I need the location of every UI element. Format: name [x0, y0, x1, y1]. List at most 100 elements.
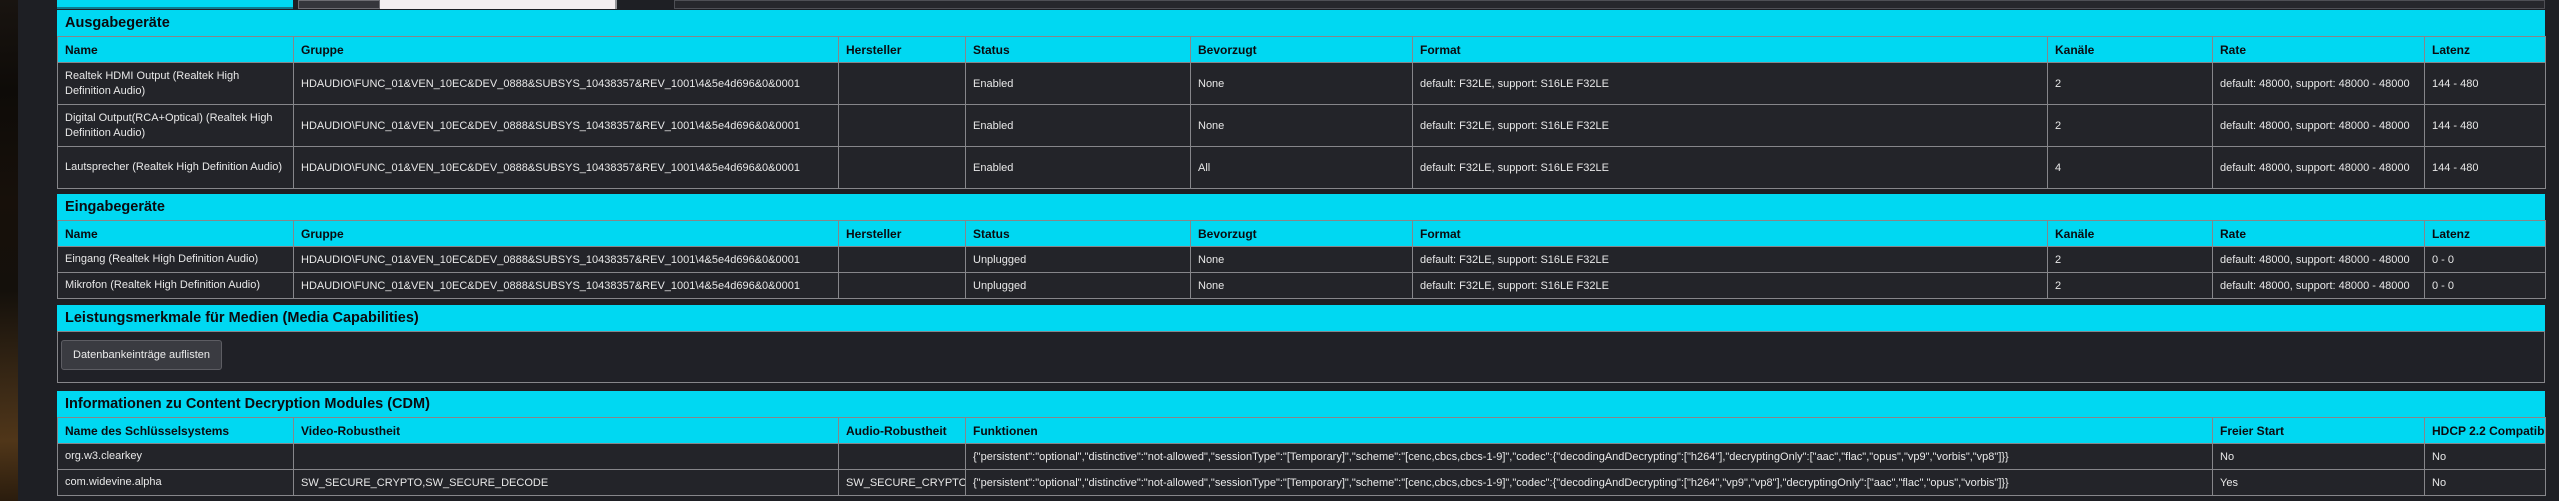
table-cell: default: 48000, support: 48000 - 48000 — [2212, 62, 2425, 105]
table-cell: Digital Output(RCA+Optical) (Realtek Hig… — [57, 104, 294, 147]
table-cell: HDAUDIO\FUNC_01&VEN_10EC&DEV_0888&SUBSYS… — [293, 104, 839, 147]
list-database-entries-button[interactable]: Datenbankeinträge auflisten — [61, 340, 222, 370]
desktop-wallpaper-edge — [0, 0, 18, 501]
table-cell: default: F32LE, support: S16LE F32LE — [1412, 146, 2048, 189]
table-cell: 2 — [2047, 104, 2213, 147]
table-cell: org.w3.clearkey — [57, 443, 294, 470]
column-header: Latenz — [2424, 220, 2546, 247]
column-header: Kanäle — [2047, 36, 2213, 63]
table-cell: HDAUDIO\FUNC_01&VEN_10EC&DEV_0888&SUBSYS… — [293, 272, 839, 299]
column-header: Video-Robustheit — [293, 417, 839, 444]
column-header: Hersteller — [838, 220, 966, 247]
media-capabilities-body: Datenbankeinträge auflisten — [57, 331, 2545, 383]
table-cell: {"persistent":"optional","distinctive":"… — [965, 469, 2213, 496]
table-cell: 4 — [2047, 146, 2213, 189]
column-header: Kanäle — [2047, 220, 2213, 247]
column-header: Latenz — [2424, 36, 2546, 63]
table-cell: All — [1190, 146, 1413, 189]
table-cell: Enabled — [965, 146, 1191, 189]
table-cell: HDAUDIO\FUNC_01&VEN_10EC&DEV_0888&SUBSYS… — [293, 146, 839, 189]
table-cell — [838, 104, 966, 147]
table-cell — [838, 146, 966, 189]
column-header: Format — [1412, 220, 2048, 247]
table-cell: None — [1190, 104, 1413, 147]
table-cell — [838, 443, 966, 470]
table-cell: 0 - 0 — [2424, 272, 2546, 299]
table-cell: default: F32LE, support: S16LE F32LE — [1412, 246, 2048, 273]
column-header: Rate — [2212, 36, 2425, 63]
table-cell: SW_SECURE_CRYPTO,SW_SECURE_DECODE — [293, 469, 839, 496]
toolbar-button-stub[interactable] — [298, 0, 380, 9]
input-devices-section-title: Eingabegeräte — [57, 194, 2545, 220]
selected-tab-indicator[interactable] — [57, 0, 293, 9]
table-row: Lautsprecher (Realtek High Definition Au… — [57, 146, 2546, 189]
column-header: Status — [965, 220, 1191, 247]
column-header: Freier Start — [2212, 417, 2425, 444]
table-cell: 2 — [2047, 246, 2213, 273]
table-cell: No — [2424, 443, 2546, 470]
column-header: Name des Schlüsselsystems — [57, 417, 294, 444]
column-header: Name — [57, 220, 294, 247]
table-cell: No — [2212, 443, 2425, 470]
column-header: Audio-Robustheit — [838, 417, 966, 444]
table-cell: com.widevine.alpha — [57, 469, 294, 496]
table-cell: Lautsprecher (Realtek High Definition Au… — [57, 146, 294, 189]
column-header: HDCP 2.2 Compatible — [2424, 417, 2546, 444]
table-cell: default: F32LE, support: S16LE F32LE — [1412, 272, 2048, 299]
table-cell: Unplugged — [965, 246, 1191, 273]
table-cell: No — [2424, 469, 2546, 496]
table-cell — [838, 272, 966, 299]
column-header: Bevorzugt — [1190, 36, 1413, 63]
table-cell: Realtek HDMI Output (Realtek High Defini… — [57, 62, 294, 105]
column-header: Gruppe — [293, 220, 839, 247]
table-cell: Enabled — [965, 62, 1191, 105]
table-cell: 144 - 480 — [2424, 104, 2546, 147]
table-cell: 144 - 480 — [2424, 146, 2546, 189]
column-header: Rate — [2212, 220, 2425, 247]
table-cell: 144 - 480 — [2424, 62, 2546, 105]
table-row: Realtek HDMI Output (Realtek High Defini… — [57, 62, 2546, 105]
table-cell: default: F32LE, support: S16LE F32LE — [1412, 104, 2048, 147]
table-cell: None — [1190, 272, 1413, 299]
column-header: Format — [1412, 36, 2048, 63]
table-cell: Mikrofon (Realtek High Definition Audio) — [57, 272, 294, 299]
table-cell: HDAUDIO\FUNC_01&VEN_10EC&DEV_0888&SUBSYS… — [293, 62, 839, 105]
table-cell: None — [1190, 62, 1413, 105]
toolbar-panel-stub — [674, 0, 2545, 9]
table-cell: Eingang (Realtek High Definition Audio) — [57, 246, 294, 273]
column-header: Status — [965, 36, 1191, 63]
table-cell: HDAUDIO\FUNC_01&VEN_10EC&DEV_0888&SUBSYS… — [293, 246, 839, 273]
table-cell: 0 - 0 — [2424, 246, 2546, 273]
cdm-section-title: Informationen zu Content Decryption Modu… — [57, 391, 2545, 417]
table-cell: default: 48000, support: 48000 - 48000 — [2212, 104, 2425, 147]
table-row: Mikrofon (Realtek High Definition Audio)… — [57, 272, 2546, 299]
table-row: org.w3.clearkey {"persistent":"optional",… — [57, 443, 2546, 470]
media-capabilities-section-title: Leistungsmerkmale für Medien (Media Capa… — [57, 305, 2545, 331]
table-cell: SW_SECURE_CRYPTO — [838, 469, 966, 496]
table-cell: default: 48000, support: 48000 - 48000 — [2212, 246, 2425, 273]
table-cell — [838, 62, 966, 105]
table-cell: 2 — [2047, 272, 2213, 299]
table-cell: Yes — [2212, 469, 2425, 496]
toolbar-cutoff-strip — [57, 0, 2545, 9]
table-cell: default: 48000, support: 48000 - 48000 — [2212, 146, 2425, 189]
table-cell: Enabled — [965, 104, 1191, 147]
table-cell — [293, 443, 839, 470]
column-header: Gruppe — [293, 36, 839, 63]
table-cell: default: F32LE, support: S16LE F32LE — [1412, 62, 2048, 105]
table-cell: 2 — [2047, 62, 2213, 105]
table-cell: Unplugged — [965, 272, 1191, 299]
toolbar-input-stub[interactable] — [380, 0, 617, 9]
table-cell: default: 48000, support: 48000 - 48000 — [2212, 272, 2425, 299]
table-cell — [838, 246, 966, 273]
table-row: Digital Output(RCA+Optical) (Realtek Hig… — [57, 104, 2546, 147]
table-cell: {"persistent":"optional","distinctive":"… — [965, 443, 2213, 470]
table-cell: None — [1190, 246, 1413, 273]
column-header: Bevorzugt — [1190, 220, 1413, 247]
